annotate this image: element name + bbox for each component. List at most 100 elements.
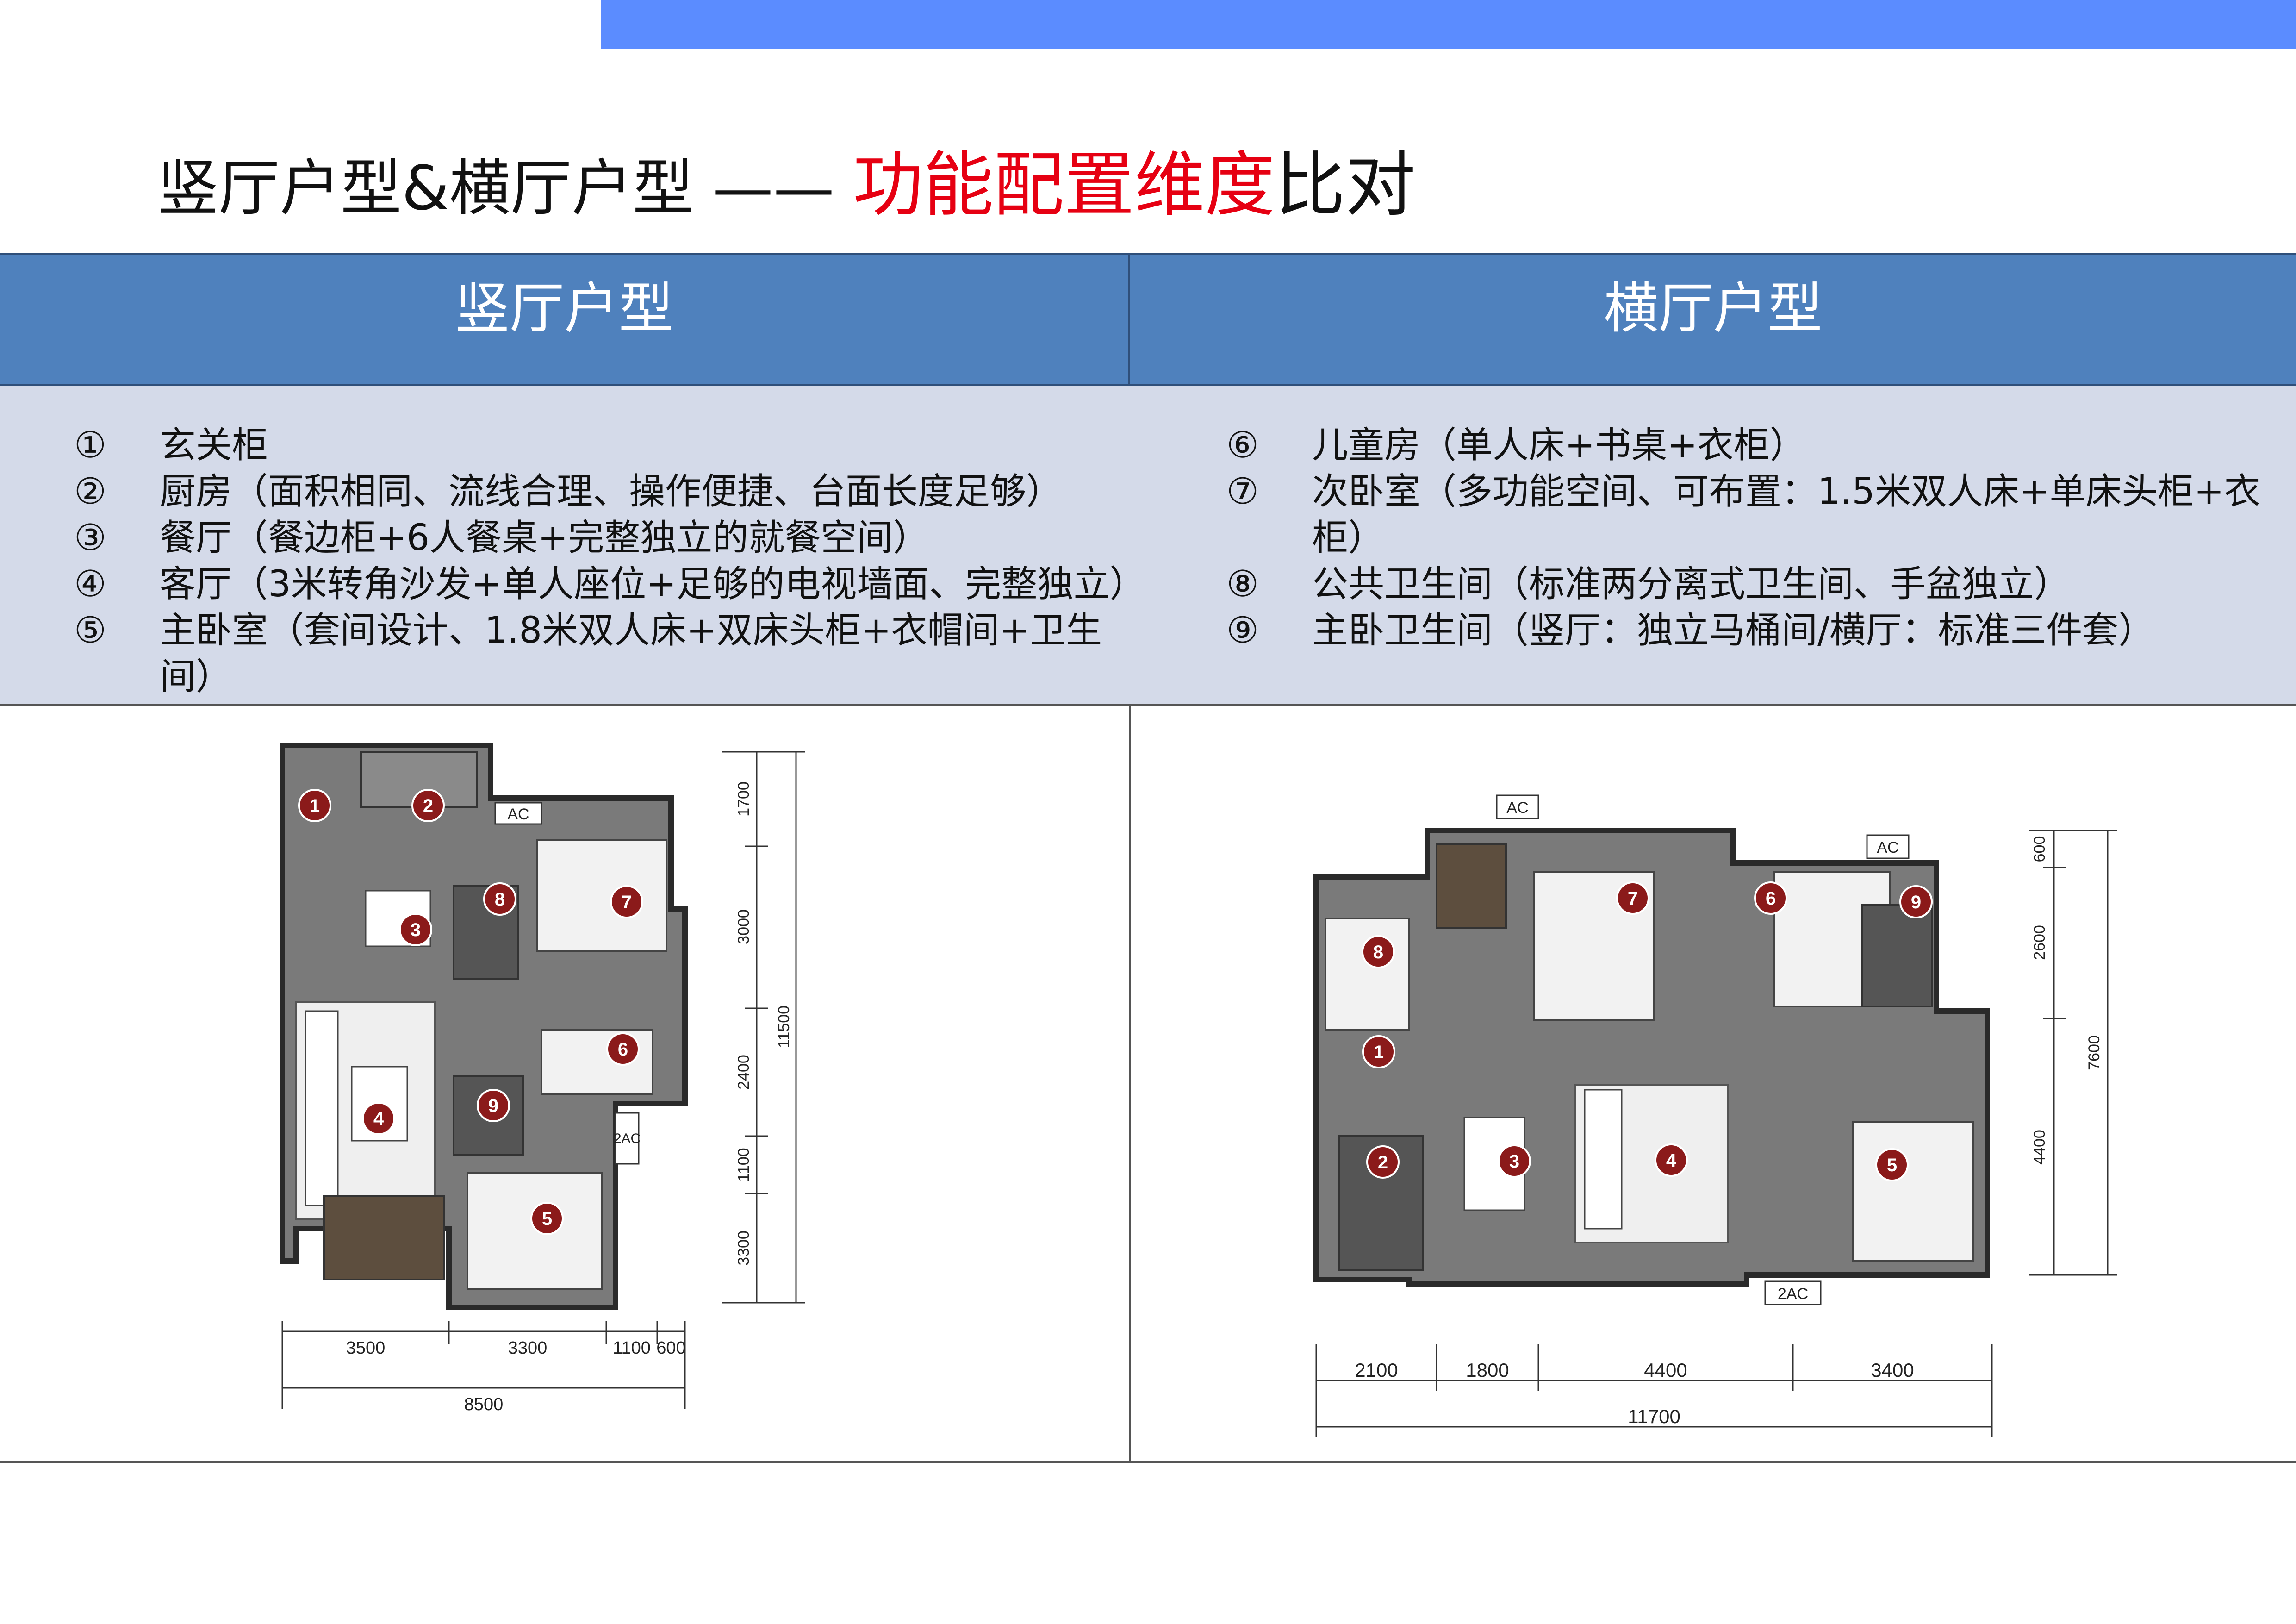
dim-label: 1100 (735, 1148, 753, 1181)
marker-label: 6 (1766, 888, 1776, 909)
plan-outline (1313, 828, 1990, 1287)
ac-box (494, 802, 542, 825)
marker-label: 9 (488, 1096, 498, 1116)
marker-label: 3 (411, 920, 421, 940)
room-marker (483, 882, 516, 916)
ac-labels: AC AC 2AC (1496, 794, 1910, 1305)
dimension-bottom (281, 1321, 686, 1409)
dim-label: 600 (656, 1338, 685, 1358)
kitchen-area (1338, 1135, 1424, 1271)
feature-text: 公共卫生间（标准两分离式卫生间、手盆独立） (1312, 563, 2071, 605)
page-title: 竖厅户型&横厅户型——功能配置维度比对 (157, 139, 1416, 231)
dim-label: 2400 (735, 1055, 753, 1090)
public-bathroom (1325, 918, 1410, 1031)
header-horizontal-hall: 横厅户型 (1604, 276, 1823, 340)
dimension-right (2029, 830, 2117, 1276)
dimension-bottom (1315, 1344, 1993, 1437)
ac-label: AC (1506, 799, 1528, 817)
feature-item: ⑧ 公共卫生间（标准两分离式卫生间、手盆独立） (1226, 561, 2272, 607)
markers: 1 2 3 4 5 6 7 8 9 (298, 789, 643, 1235)
dim-label: 1700 (735, 781, 753, 817)
ac-box (1866, 834, 1910, 859)
room-marker (1875, 1148, 1909, 1181)
marker-label: 8 (495, 889, 505, 910)
room-marker (1899, 885, 1933, 918)
feature-item: ④ 客厅（3米转角沙发+单人座位+足够的电视墙面、完整独立） (74, 561, 1146, 607)
marker-label: 5 (542, 1209, 552, 1229)
feature-item: ⑦ 次卧室（多功能空间、可布置：1.5米双人床+单床头柜+衣柜） (1226, 468, 2272, 561)
header-vertical-hall: 竖厅户型 (0, 255, 1130, 384)
feature-text: 主卧卫生间（竖厅：独立马桶间/横厅：标准三件套） (1312, 610, 2155, 651)
feature-text: 次卧室（多功能空间、可布置：1.5米双人床+单床头柜+衣柜） (1312, 471, 2260, 559)
dim-label: 2600 (2031, 925, 2048, 960)
room-marker (1362, 935, 1395, 968)
dim-label: 8500 (464, 1395, 504, 1414)
feature-text: 厨房（面积相同、流线合理、操作便捷、台面长度足够） (160, 471, 1063, 512)
dim-label: 3300 (735, 1230, 753, 1266)
feature-number: ② (74, 471, 106, 512)
marker-label: 8 (1373, 942, 1383, 962)
room-marker (610, 885, 643, 918)
marker-label: 2 (1378, 1152, 1388, 1173)
marker-label: 7 (622, 892, 632, 912)
feature-number: ⑤ (74, 610, 106, 651)
table-header-row: 竖厅户型 横厅户型 (0, 253, 2296, 386)
vertical-hall-floor-plan: 1 2 3 4 5 6 7 8 9 AC 2AC 3500 3300 1100 (280, 743, 805, 1414)
room-marker (1366, 1145, 1400, 1179)
feature-number: ⑧ (1226, 563, 1259, 605)
ac-box (615, 1112, 640, 1165)
plan-outline (280, 743, 688, 1310)
title-suffix: 比对 (1275, 144, 1416, 226)
feature-item: ② 厨房（面积相同、流线合理、操作便捷、台面长度足够） (74, 468, 1139, 515)
balcony (323, 1195, 445, 1280)
marker-label: 6 (618, 1039, 628, 1060)
horizontal-hall-floor-plan: 1 2 3 4 5 6 7 8 9 AC AC 2AC 2100 (1313, 794, 2117, 1437)
ac-box (1764, 1280, 1822, 1305)
feature-number: ⑥ (1226, 425, 1259, 466)
feature-number: ④ (74, 563, 106, 605)
feature-item: ③ 餐厅（餐边柜+6人餐桌+完整独立的就餐空间） (74, 515, 1139, 561)
marker-label: 4 (373, 1109, 384, 1129)
dim-label: 3000 (735, 909, 753, 944)
feature-text: 玄关柜 (160, 425, 268, 466)
dim-label: 600 (2031, 836, 2048, 862)
ac-label: AC (507, 806, 529, 823)
dim-label: 1800 (1466, 1359, 1509, 1381)
column-divider (1129, 706, 1131, 1461)
room-marker (298, 789, 331, 822)
master-bedroom (1852, 1121, 1974, 1262)
dim-label: 11700 (1628, 1405, 1680, 1427)
ac-label: 2AC (614, 1131, 641, 1146)
feature-text: 餐厅（餐边柜+6人餐桌+完整独立的就餐空间） (160, 517, 929, 559)
dim-label: 4400 (1644, 1359, 1687, 1381)
dim-label: 2100 (1355, 1359, 1398, 1381)
room-marker (1362, 1035, 1395, 1068)
feature-text: 客厅（3米转角沙发+单人座位+足够的电视墙面、完整独立） (160, 563, 1146, 605)
title-prefix: 竖厅户型&横厅户型 (157, 153, 694, 224)
ac-label: AC (1877, 839, 1898, 856)
feature-number: ⑦ (1226, 471, 1259, 512)
master-bathroom (1861, 904, 1933, 1007)
ac-labels: AC 2AC (494, 802, 641, 1165)
marker-label: 5 (1887, 1155, 1897, 1175)
marker-label: 9 (1911, 892, 1921, 912)
marker-label: 1 (1374, 1042, 1384, 1062)
room-marker (477, 1089, 510, 1122)
ac-label: 2AC (1778, 1285, 1808, 1303)
dim-label: 1100 (613, 1338, 651, 1358)
room-marker (399, 913, 432, 946)
room-marker (530, 1202, 564, 1235)
marker-label: 3 (1509, 1151, 1519, 1172)
marker-label: 7 (1628, 888, 1638, 909)
living-sofa (305, 1010, 339, 1206)
feature-number: ③ (74, 517, 106, 559)
dim-label: 3500 (346, 1338, 386, 1358)
ac-box (1496, 794, 1539, 819)
room-marker (362, 1102, 395, 1135)
